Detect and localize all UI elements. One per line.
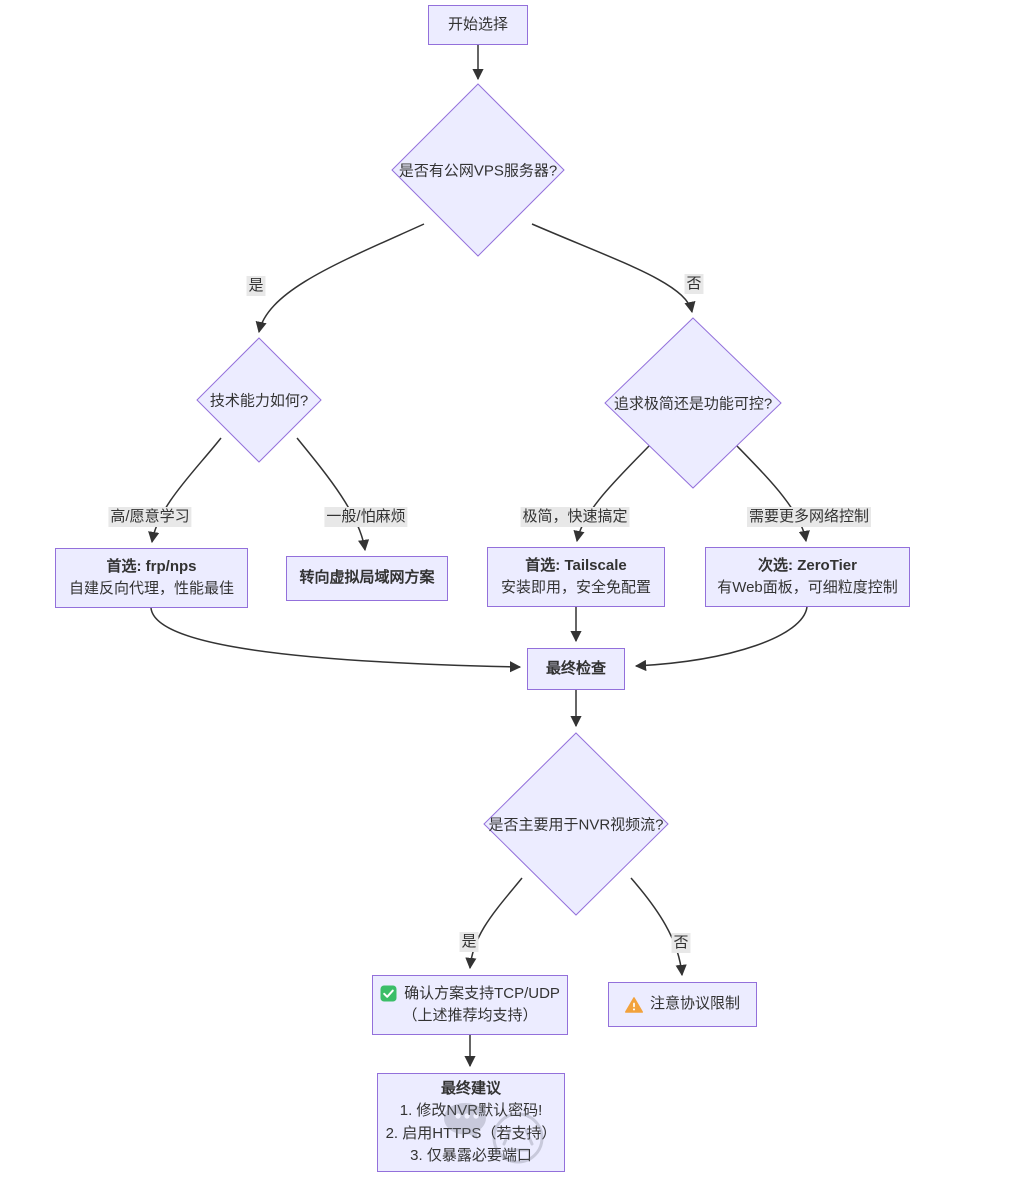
decision-skill-shape bbox=[196, 337, 322, 463]
decision-vps-label: 是否有公网VPS服务器? bbox=[398, 162, 558, 180]
node-advice-item-2: 2. 启用HTTPS（若支持） bbox=[385, 1124, 557, 1142]
decision-minimal-shape bbox=[604, 317, 782, 489]
edge-vps-no bbox=[531, 223, 696, 314]
node-zerotier-desc: 有Web面板，可细粒度控制 bbox=[717, 579, 898, 596]
edge-skill-low bbox=[296, 437, 370, 552]
decision-skill-label: 技术能力如何? bbox=[209, 392, 309, 410]
warning-icon bbox=[624, 996, 643, 1013]
node-final-check: 最终检查 bbox=[527, 648, 625, 690]
edge-label-yes-2: 是 bbox=[459, 932, 479, 952]
decision-vps-shape bbox=[391, 83, 565, 257]
node-advice-title: 最终建议 bbox=[440, 1079, 501, 1097]
edge-label-high-skill: 高/愿意学习 bbox=[108, 507, 192, 527]
edge-minimal bbox=[573, 445, 650, 543]
node-advice-item-3: 3. 仅暴露必要端口 bbox=[410, 1147, 532, 1164]
edge-vps-yes bbox=[255, 223, 425, 334]
edge-zt-to-check bbox=[634, 606, 808, 672]
decision-nvr-label: 是否主要用于NVR视频流? bbox=[488, 816, 664, 834]
edge-nvr-yes bbox=[465, 877, 523, 970]
edge-control bbox=[736, 445, 810, 543]
node-tcp-udp: 确认方案支持TCP/UDP （上述推荐均支持） bbox=[372, 975, 568, 1035]
edge-label-no-2: 否 bbox=[671, 933, 691, 953]
node-start-label: 开始选择 bbox=[447, 15, 508, 33]
node-tailscale-desc: 安装即用，安全免配置 bbox=[500, 579, 651, 596]
node-vlan-title: 转向虚拟局域网方案 bbox=[299, 569, 435, 587]
edge-label-control: 需要更多网络控制 bbox=[746, 507, 872, 527]
node-protocol-warning: 注意协议限制 bbox=[608, 982, 757, 1027]
edge-frp-to-check bbox=[150, 607, 522, 673]
node-advice-item-1: 1. 修改NVR默认密码! bbox=[399, 1102, 543, 1119]
node-start: 开始选择 bbox=[428, 5, 528, 45]
node-zerotier: 次选: ZeroTier 有Web面板，可细粒度控制 bbox=[705, 547, 910, 607]
node-tailscale: 首选: Tailscale 安装即用，安全免配置 bbox=[487, 547, 665, 607]
check-icon bbox=[380, 985, 397, 1002]
decision-nvr-shape bbox=[483, 732, 669, 916]
node-protocol-warning-label: 注意协议限制 bbox=[649, 995, 740, 1013]
edge-label-no-1: 否 bbox=[684, 274, 704, 294]
node-frp-title: 首选: frp/nps bbox=[106, 557, 197, 575]
edge-nvr-no bbox=[630, 877, 687, 977]
edge-skill-high bbox=[148, 437, 222, 544]
node-zerotier-title: 次选: ZeroTier bbox=[758, 556, 857, 574]
edge-label-minimal: 极简，快速搞定 bbox=[520, 507, 630, 527]
node-advice: 最终建议 1. 修改NVR默认密码! 2. 启用HTTPS（若支持） 3. 仅暴… bbox=[377, 1073, 565, 1172]
node-frp: 首选: frp/nps 自建反向代理，性能最佳 bbox=[55, 548, 248, 608]
decision-minimal-label: 追求极简还是功能可控? bbox=[613, 395, 773, 413]
node-vlan: 转向虚拟局域网方案 bbox=[286, 556, 448, 601]
edge-label-low-skill: 一般/怕麻烦 bbox=[324, 507, 408, 527]
node-final-check-label: 最终检查 bbox=[545, 659, 606, 677]
node-frp-desc: 自建反向代理，性能最佳 bbox=[68, 580, 234, 597]
node-tcp-udp-desc: （上述推荐均支持） bbox=[402, 1007, 538, 1024]
node-tcp-udp-title: 确认方案支持TCP/UDP bbox=[404, 984, 560, 1002]
edge-label-yes-1: 是 bbox=[246, 276, 266, 296]
node-tailscale-title: 首选: Tailscale bbox=[525, 556, 627, 574]
